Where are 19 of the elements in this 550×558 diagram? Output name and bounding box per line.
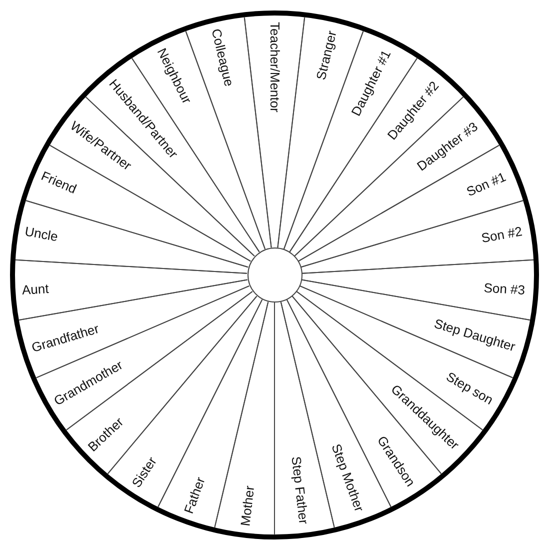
wheel-segment [299,199,535,275]
segment-label: Uncle [24,224,60,244]
segment-label: Step Mother [329,442,368,514]
segment-label: Son #3 [484,280,526,298]
segment-label: Son #2 [480,224,523,246]
wheel-segment [300,258,535,321]
wheel-segment [157,298,270,529]
segment-label: Aunt [21,280,50,298]
segment-label: Colleague [208,27,237,88]
segment-label: Mother [238,485,258,528]
segment-label: Friend [39,168,79,196]
segment-label: Stranger [314,29,340,82]
hub-circle [246,247,302,303]
segment-label: Step Father [288,456,312,526]
segment-label: Father [180,474,208,516]
wheel-segment [14,259,249,322]
wheel-segment [14,199,250,275]
segment-label: Son #1 [464,168,508,199]
segment-label: Teacher/Mentor [267,22,282,112]
